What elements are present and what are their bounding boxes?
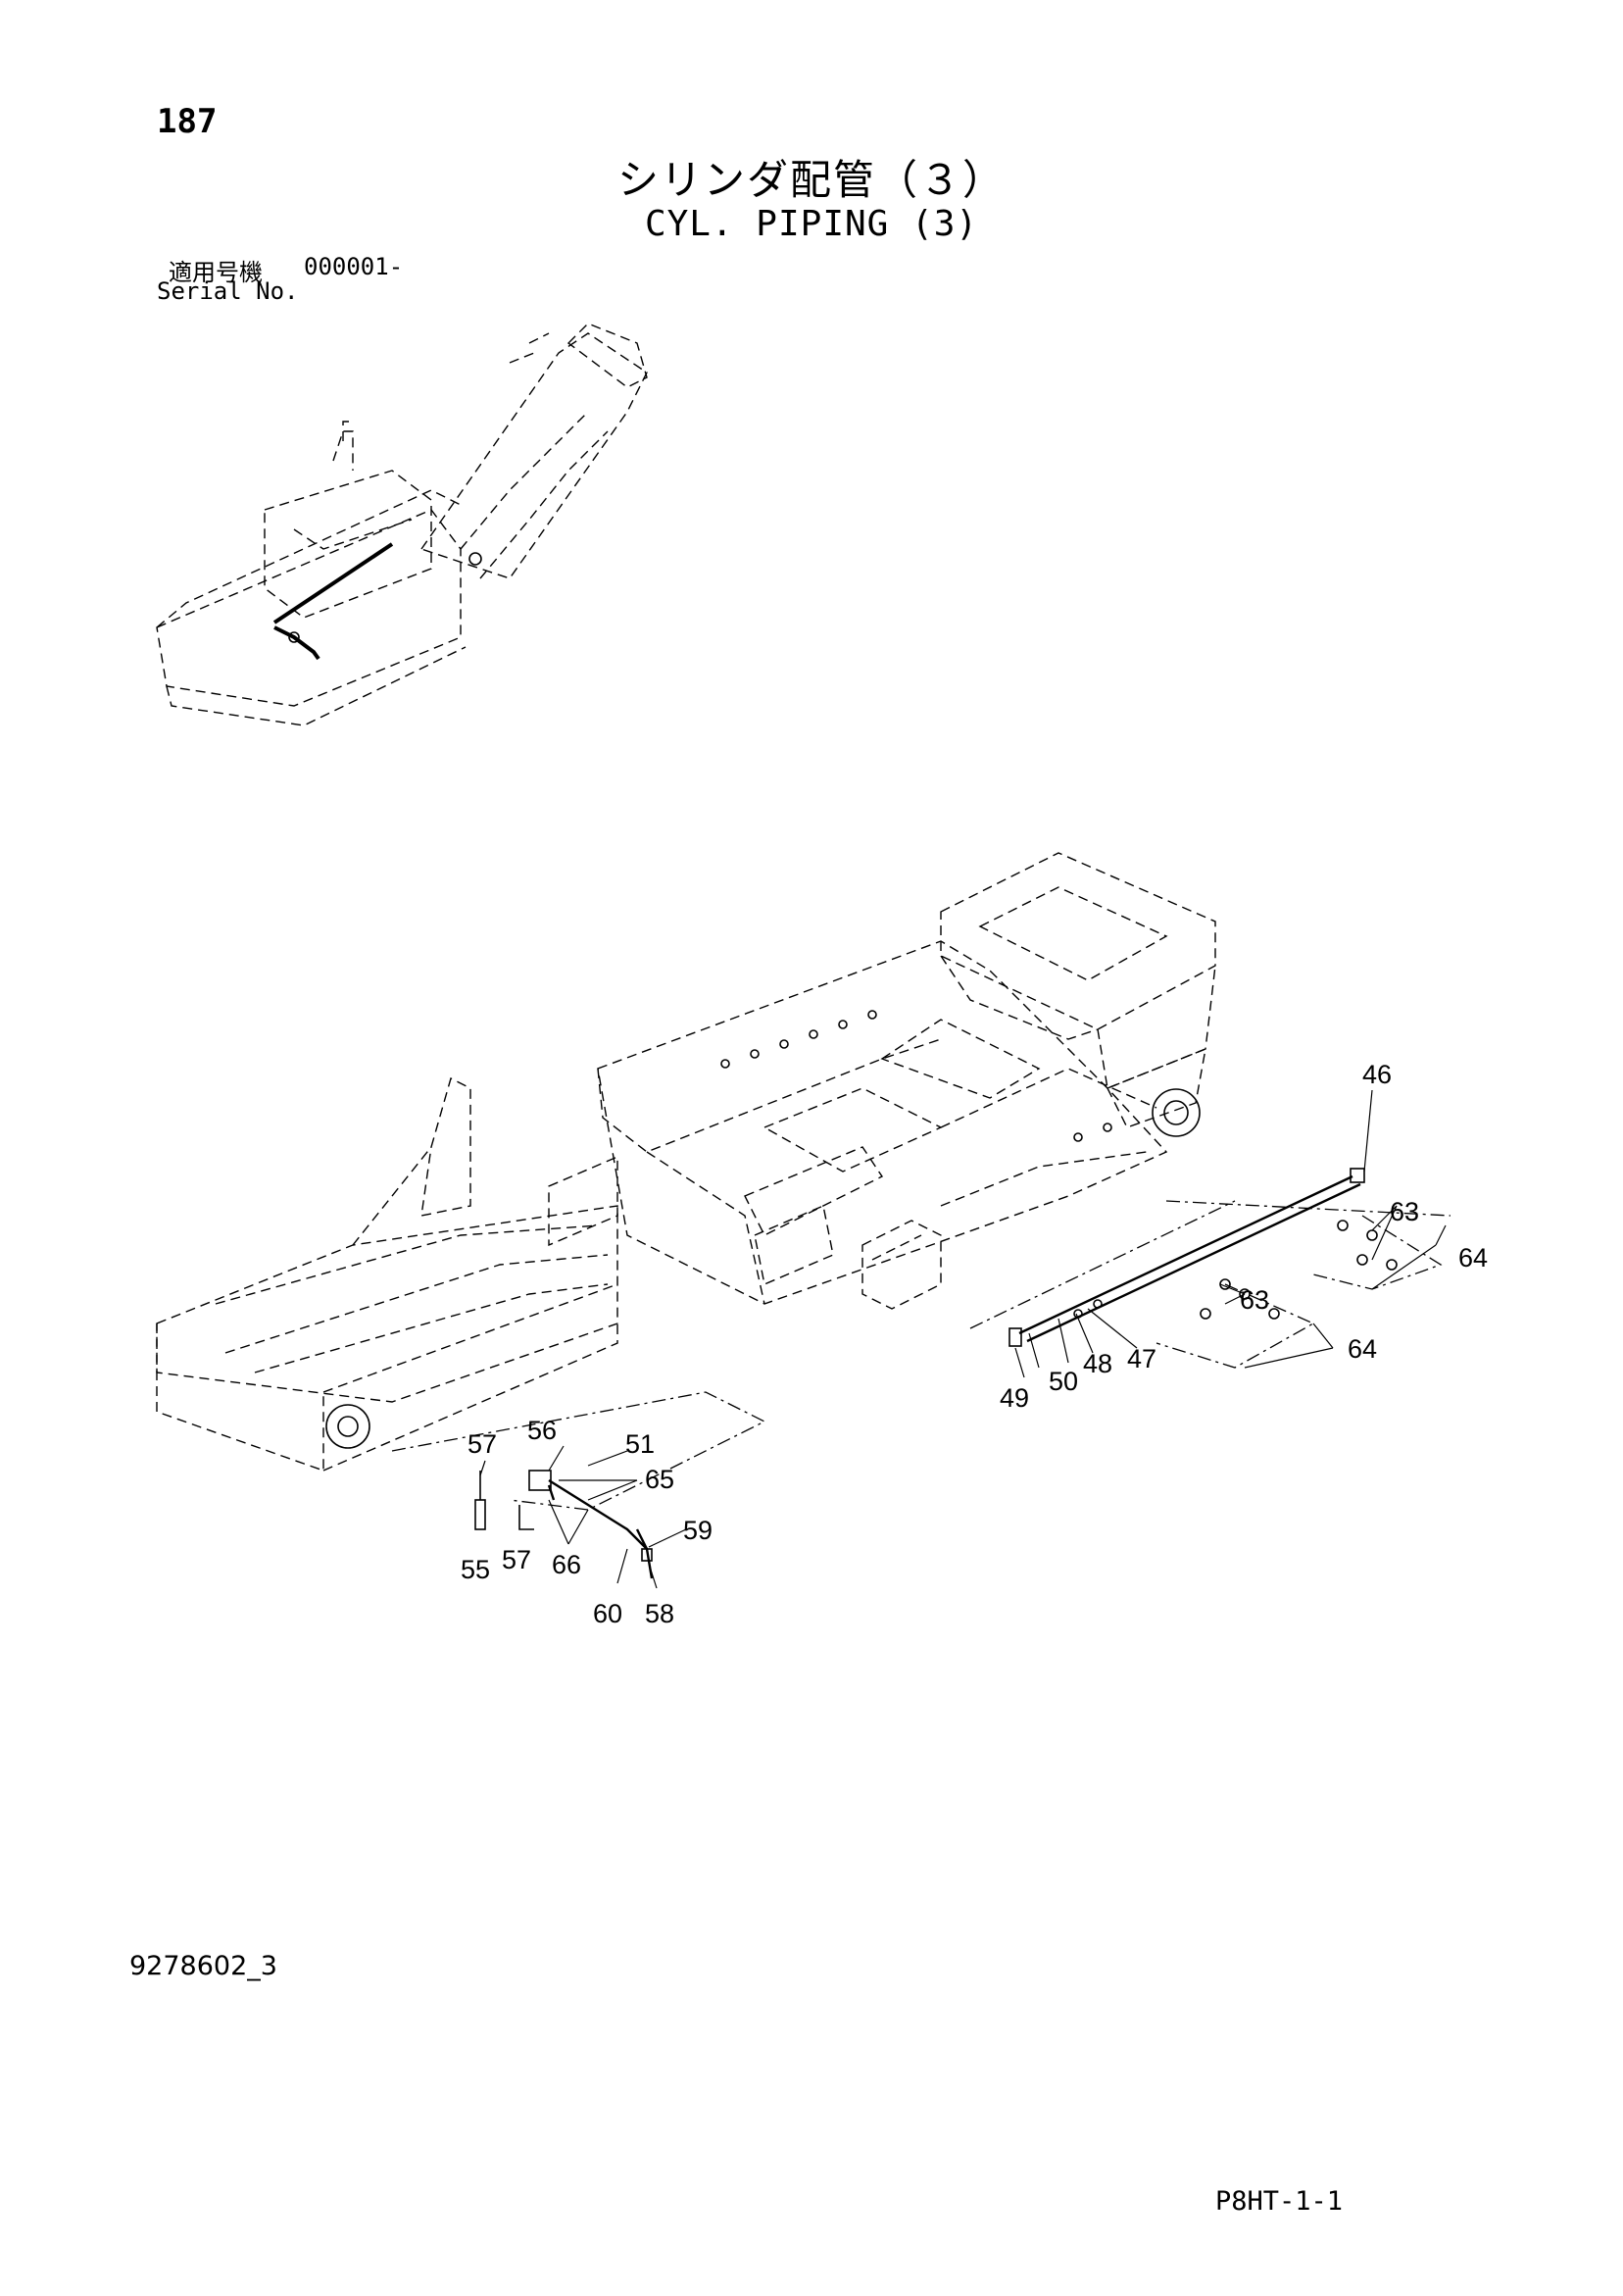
hopper-front [940, 955, 1099, 1040]
conveyor-drum [325, 1404, 370, 1449]
lower-fitting-58 [641, 1548, 653, 1562]
callout-49: 49 [1000, 1383, 1029, 1413]
overview-highlight-pipe-end [273, 625, 320, 661]
callout-60: 60 [593, 1599, 622, 1628]
hopper-lower [1107, 1047, 1206, 1128]
callout-63-upper: 63 [1390, 1197, 1419, 1226]
main-frame-deck [880, 1019, 1041, 1099]
conveyor-panel [548, 1155, 618, 1247]
hopper-top [940, 852, 1216, 1030]
lower-stem-57b [518, 1505, 534, 1530]
pipe-dashdot-ext [1165, 1200, 1451, 1217]
overview-body-bottom [166, 646, 467, 726]
hopper-opening [978, 886, 1168, 981]
serial-value: 000001- [304, 253, 404, 280]
main-assembly [156, 852, 1451, 1579]
page-code: P8HT-1-1 [1215, 2186, 1344, 2217]
main-frame-rail-lower [940, 1151, 1148, 1207]
frame-arm [744, 1146, 884, 1236]
title-english: CYL. PIPING (3) [644, 204, 979, 244]
conveyor-deck [156, 1205, 618, 1403]
clamp-pieces [1073, 1220, 1398, 1320]
overview-conveyor-tip [528, 332, 550, 344]
overview-pipe-fitting [288, 631, 300, 643]
callout-55: 55 [461, 1555, 490, 1584]
overview-frame [264, 470, 432, 619]
conveyor-edge [322, 1283, 618, 1393]
callout-50: 50 [1049, 1367, 1078, 1396]
overview-thumbnail [156, 323, 648, 726]
overview-conveyor-rail [460, 411, 589, 550]
callout-64-lower: 64 [1348, 1334, 1377, 1364]
overview-conveyor [419, 332, 648, 579]
callout-48: 48 [1083, 1349, 1112, 1378]
callout-58: 58 [645, 1599, 674, 1628]
overview-conveyor-rail2 [479, 430, 609, 579]
callout-63-lower: 63 [1240, 1285, 1269, 1315]
serial-label-japanese: 適用号機 [169, 259, 263, 286]
overview-frame-inner [293, 519, 413, 550]
conveyor-front [156, 1323, 324, 1472]
conveyor-belt-line3 [254, 1283, 609, 1373]
callout-57-lower: 57 [502, 1545, 531, 1574]
overview-mast-top [342, 421, 351, 441]
main-frame-center [763, 1087, 943, 1173]
overview-conveyor-head [566, 323, 648, 388]
lower-fitting-56 [528, 1470, 552, 1491]
title-japanese: シリンダ配管（３） [616, 156, 1006, 204]
main-frame-side-left [597, 1038, 942, 1153]
callout-59: 59 [683, 1516, 713, 1545]
overview-mast [332, 430, 354, 471]
callout-47: 47 [1127, 1344, 1156, 1373]
page-number: 187 [157, 102, 218, 141]
document-id: 9278602_3 [129, 1951, 277, 1981]
callout-51: 51 [625, 1429, 655, 1459]
conveyor-side [322, 1323, 618, 1472]
callout-66: 66 [552, 1550, 581, 1579]
main-frame-outline [597, 940, 1168, 1305]
callouts: 46 63 64 63 64 47 48 50 49 57 56 51 65 5… [461, 1060, 1488, 1628]
overview-conveyor-tip2 [509, 352, 535, 364]
conveyor-belt-line1 [215, 1224, 599, 1305]
callout-57-upper: 57 [467, 1429, 497, 1459]
hopper-side [1097, 965, 1216, 1089]
frame-bracket [861, 1220, 942, 1310]
main-frame-cross [646, 1151, 765, 1305]
overview-pivot [468, 552, 482, 566]
pipe-bracket-lower [1156, 1283, 1315, 1369]
callout-65: 65 [645, 1465, 674, 1494]
conveyor-belt-line2 [224, 1254, 609, 1354]
callout-64-upper: 64 [1458, 1243, 1488, 1273]
conveyor-upright [420, 1076, 471, 1217]
conveyor-upright-brace [352, 1146, 432, 1246]
lower-fitting-55 [474, 1499, 486, 1530]
main-frame-rail [940, 1068, 1157, 1128]
overview-highlight-pipe [272, 542, 394, 624]
hopper-wheel-hub [1163, 1100, 1189, 1125]
hopper-wheel [1152, 1088, 1201, 1137]
lower-pipe-58 [635, 1528, 654, 1579]
leader-lines [479, 1089, 1447, 1589]
overview-body-top [156, 489, 462, 628]
pipe-fitting-46 [1350, 1168, 1365, 1183]
serial-label-english: Serial No. [157, 277, 299, 305]
frame-bracket-line [871, 1234, 922, 1261]
conveyor-drum-hub [337, 1416, 359, 1437]
callout-46: 46 [1362, 1060, 1392, 1089]
pipe-long-lower [1026, 1182, 1361, 1343]
frame-holes [720, 1010, 1112, 1142]
pipe-bracket-upper [1312, 1215, 1443, 1290]
frame-arm-end [754, 1205, 834, 1285]
lower-pipe-b [547, 1484, 556, 1501]
pipe-dashdot [969, 1200, 1236, 1329]
callout-56: 56 [527, 1416, 557, 1445]
lower-pipe-a [548, 1478, 648, 1550]
pipe-fitting-49 [1008, 1327, 1022, 1347]
lower-dashdot-outline [391, 1391, 766, 1511]
pipe-long-upper [1018, 1174, 1353, 1335]
